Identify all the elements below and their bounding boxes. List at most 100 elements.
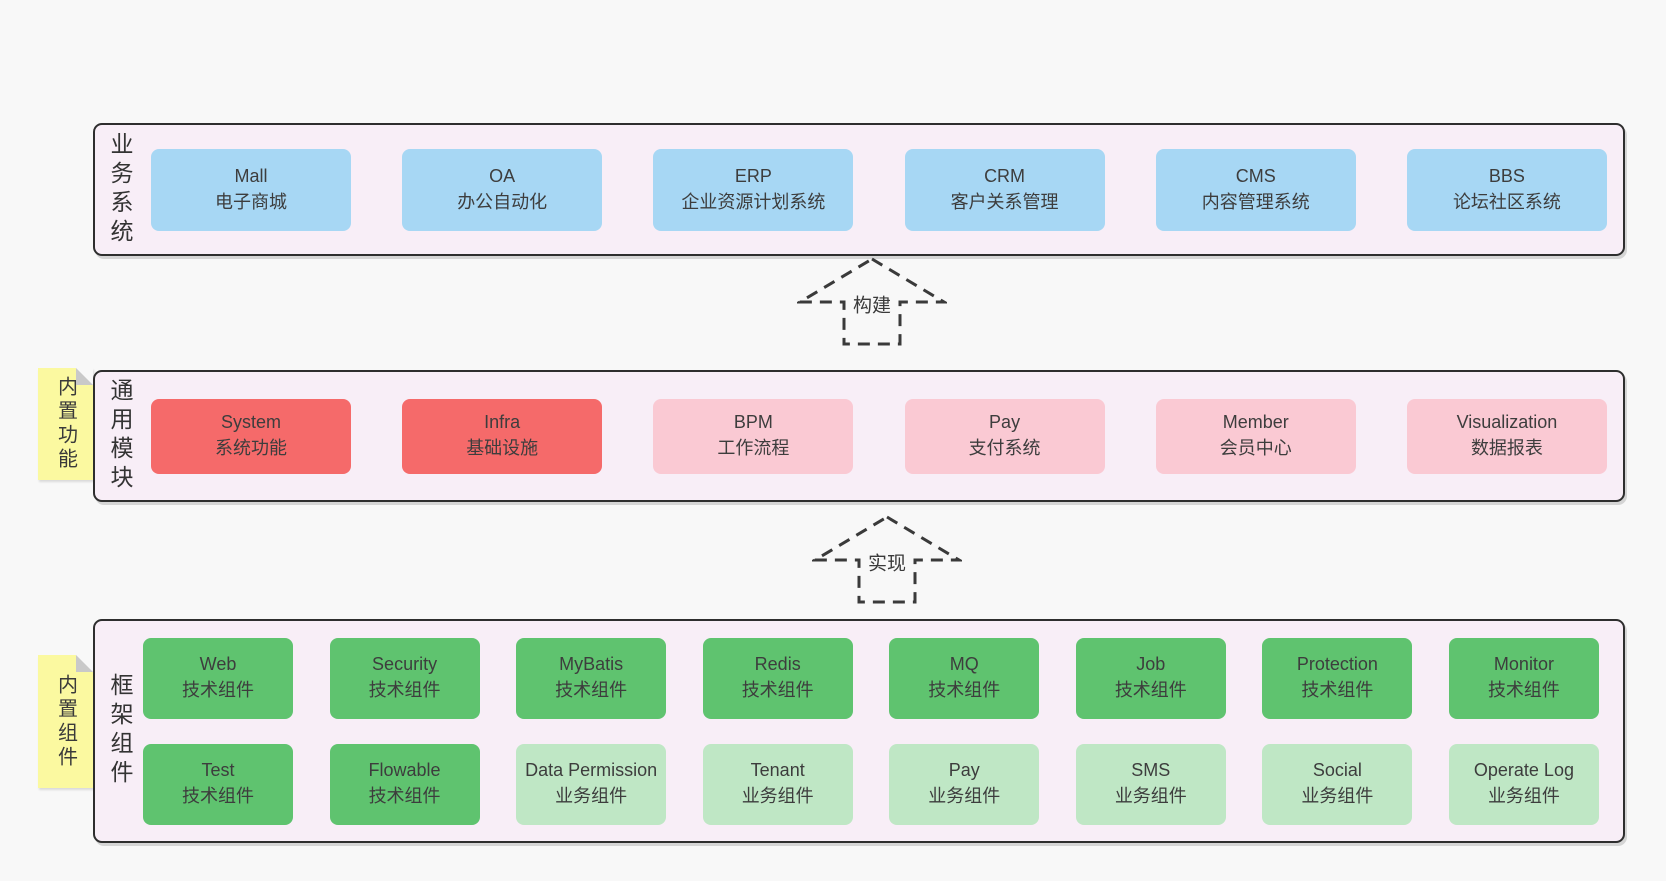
box-mybatis: MyBatis 技术组件: [516, 637, 667, 719]
box-security: Security 技术组件: [329, 637, 480, 719]
box-subtitle: 技术组件: [1301, 680, 1374, 700]
box-operate-log: Operate Log 业务组件: [1448, 743, 1599, 825]
box-title: Security: [372, 654, 438, 675]
box-title: Member: [1222, 412, 1289, 433]
box-subtitle: 企业资源计划系统: [681, 191, 826, 212]
band-framework-components: 框架组件 Web 技术组件 Security 技术组件 MyBatis 技术组件…: [93, 619, 1625, 843]
box-bpm: BPM 工作流程: [653, 398, 854, 474]
box-subtitle: 业务组件: [1114, 786, 1187, 806]
box-subtitle: 支付系统: [968, 438, 1041, 458]
box-subtitle: 技术组件: [1487, 680, 1560, 700]
sticky-label: 内置组件: [54, 673, 77, 770]
sticky-note-built-in-components: 内置组件: [38, 655, 93, 788]
box-title: Pay: [948, 760, 980, 781]
box-tenant: Tenant 业务组件: [702, 743, 853, 825]
box-subtitle: 电子商城: [215, 191, 287, 212]
box-subtitle: 业务组件: [1301, 786, 1374, 806]
box-subtitle: 基础设施: [466, 438, 539, 458]
box-subtitle: 技术组件: [182, 680, 254, 700]
box-title: Tenant: [750, 760, 805, 781]
box-title: SMS: [1131, 760, 1171, 781]
box-subtitle: 客户关系管理: [950, 191, 1059, 212]
band-label-business-systems: 业务系统: [107, 131, 133, 248]
box-title: Infra: [484, 412, 521, 433]
box-test: Test 技术组件: [143, 743, 293, 825]
box-title: BBS: [1488, 165, 1525, 186]
box-title: BPM: [733, 412, 773, 433]
box-title: Pay: [989, 412, 1021, 433]
box-title: Data Permission: [525, 760, 658, 781]
band-label-common-modules: 通用模块: [107, 378, 133, 494]
box-title: Job: [1136, 654, 1166, 675]
box-bbs: BBS 论坛社区系统: [1406, 148, 1607, 231]
business-boxes-row: Mall 电子商城 OA 办公自动化 ERP 企业资源计划系统 CRM 客户关系…: [151, 148, 1607, 231]
box-flowable: Flowable 技术组件: [329, 743, 480, 825]
box-subtitle: 技术组件: [368, 680, 441, 700]
box-subtitle: 业务组件: [928, 786, 1001, 806]
box-subtitle: 论坛社区系统: [1452, 191, 1561, 212]
box-web: Web 技术组件: [143, 637, 293, 719]
box-mall: Mall 电子商城: [151, 148, 351, 231]
arrow-label: 实现: [863, 547, 911, 577]
box-infra: Infra 基础设施: [402, 398, 603, 474]
up-arrow-icon: [797, 257, 947, 346]
box-subtitle: 业务组件: [741, 786, 814, 806]
box-subtitle: 技术组件: [741, 680, 814, 700]
up-arrow-icon: [812, 515, 962, 604]
band-business-systems: 业务系统 Mall 电子商城 OA 办公自动化 ERP 企业资源计划系统 CRM…: [93, 123, 1625, 256]
box-sms: SMS 业务组件: [1075, 743, 1226, 825]
band-common-modules: 通用模块 System 系统功能 Infra 基础设施 BPM 工作流程 Pay…: [93, 370, 1625, 502]
box-title: Redis: [754, 654, 801, 675]
box-redis: Redis 技术组件: [702, 637, 853, 719]
box-data-permission: Data Permission 业务组件: [516, 743, 667, 825]
box-subtitle: 技术组件: [182, 786, 254, 806]
box-system: System 系统功能: [151, 398, 351, 474]
sticky-label: 内置功能: [54, 376, 77, 472]
box-title: MQ: [949, 654, 979, 675]
box-subtitle: 技术组件: [555, 680, 628, 700]
box-title: Flowable: [368, 760, 441, 781]
box-subtitle: 办公自动化: [457, 191, 548, 212]
box-monitor: Monitor 技术组件: [1448, 637, 1599, 719]
box-title: OA: [489, 165, 516, 186]
box-title: Test: [201, 760, 235, 781]
box-title: MyBatis: [559, 654, 624, 675]
box-job: Job 技术组件: [1075, 637, 1226, 719]
box-title: CRM: [984, 165, 1026, 186]
box-subtitle: 业务组件: [1487, 786, 1560, 806]
box-title: ERP: [734, 165, 772, 186]
components-row-1: Web 技术组件 Security 技术组件 MyBatis 技术组件 Redi…: [143, 637, 1599, 719]
box-title: Operate Log: [1473, 760, 1574, 781]
box-erp: ERP 企业资源计划系统: [653, 148, 854, 231]
box-pay-module: Pay 支付系统: [904, 398, 1105, 474]
box-member: Member 会员中心: [1155, 398, 1356, 474]
box-oa: OA 办公自动化: [402, 148, 603, 231]
box-title: Social: [1312, 760, 1362, 781]
box-title: Visualization: [1456, 412, 1558, 433]
box-social: Social 业务组件: [1262, 743, 1413, 825]
box-mq: MQ 技术组件: [889, 637, 1040, 719]
box-title: Web: [199, 654, 237, 675]
box-subtitle: 系统功能: [215, 438, 287, 458]
box-crm: CRM 客户关系管理: [904, 148, 1105, 231]
arrow-implement: 实现: [812, 514, 962, 606]
box-subtitle: 会员中心: [1219, 438, 1292, 458]
box-title: Mall: [234, 165, 268, 186]
box-pay-component: Pay 业务组件: [889, 743, 1040, 825]
arrow-build: 构建: [797, 256, 947, 348]
box-subtitle: 技术组件: [368, 786, 441, 806]
box-title: CMS: [1235, 165, 1276, 186]
modules-boxes-row: System 系统功能 Infra 基础设施 BPM 工作流程 Pay 支付系统…: [151, 398, 1607, 474]
box-subtitle: 技术组件: [1114, 680, 1187, 700]
components-row-2: Test 技术组件 Flowable 技术组件 Data Permission …: [143, 743, 1599, 825]
box-cms: CMS 内容管理系统: [1155, 148, 1356, 231]
arrow-label: 构建: [848, 289, 896, 319]
sticky-note-built-in-features: 内置功能: [38, 368, 93, 480]
components-rows: Web 技术组件 Security 技术组件 MyBatis 技术组件 Redi…: [143, 637, 1599, 825]
box-subtitle: 业务组件: [555, 786, 628, 806]
box-title: Monitor: [1493, 654, 1554, 675]
band-label-framework-components: 框架组件: [107, 673, 133, 789]
box-visualization: Visualization 数据报表: [1406, 398, 1607, 474]
box-subtitle: 数据报表: [1470, 438, 1543, 458]
